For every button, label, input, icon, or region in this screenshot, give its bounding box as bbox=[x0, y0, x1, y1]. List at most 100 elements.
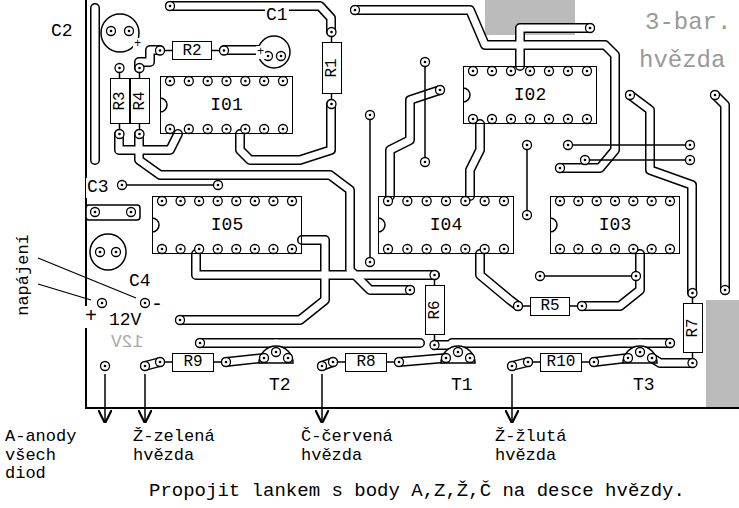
solder-pad bbox=[260, 77, 269, 86]
drill-hole bbox=[445, 248, 448, 251]
drill-hole bbox=[483, 200, 486, 203]
lead bbox=[387, 361, 395, 363]
drill-hole bbox=[225, 361, 228, 364]
drill-hole bbox=[650, 248, 653, 251]
solder-pad bbox=[272, 348, 281, 357]
drill-hole bbox=[445, 200, 448, 203]
solder-pad bbox=[442, 354, 451, 363]
drill-hole bbox=[225, 80, 228, 83]
drill-hole bbox=[398, 361, 401, 364]
solder-pad bbox=[454, 348, 463, 357]
solder-pad bbox=[260, 125, 269, 134]
drill-hole bbox=[121, 184, 124, 187]
solder-pad bbox=[647, 245, 656, 254]
solder-pad bbox=[166, 2, 175, 11]
resistor-body: R3 bbox=[110, 78, 130, 124]
board-outline bbox=[86, 0, 739, 408]
drill-hole bbox=[275, 351, 278, 354]
solder-pad bbox=[329, 358, 338, 367]
solder-pad bbox=[127, 208, 136, 217]
drill-hole bbox=[332, 361, 335, 364]
capacitor-label: C3 bbox=[86, 178, 110, 198]
drill-hole bbox=[689, 159, 692, 162]
ic-designator: I02 bbox=[514, 86, 546, 104]
solder-pad bbox=[166, 77, 175, 86]
solder-pad bbox=[260, 354, 269, 363]
solder-pad bbox=[91, 208, 100, 217]
solder-pad bbox=[422, 245, 431, 254]
solder-pad bbox=[564, 67, 573, 76]
drill-hole bbox=[282, 80, 285, 83]
polarity-mark: + bbox=[256, 46, 265, 59]
solder-pad bbox=[403, 245, 412, 254]
solder-pad bbox=[556, 164, 565, 173]
drill-hole bbox=[138, 133, 141, 136]
trace-outline bbox=[90, 8, 100, 160]
trace-fill bbox=[399, 358, 446, 362]
jumper-wire bbox=[585, 159, 690, 161]
drill-hole bbox=[188, 128, 191, 131]
drill-hole bbox=[724, 289, 727, 292]
drill-hole bbox=[159, 49, 162, 52]
solder-pad bbox=[284, 354, 293, 363]
drill-hole bbox=[217, 184, 220, 187]
polarity-mark: - bbox=[150, 294, 164, 316]
solder-pad bbox=[686, 141, 695, 150]
power-leaders bbox=[38, 258, 136, 300]
drill-hole bbox=[272, 248, 275, 251]
drill-hole bbox=[539, 275, 542, 278]
solder-pad bbox=[115, 130, 124, 139]
solder-pad bbox=[526, 115, 535, 124]
ic-notches bbox=[152, 88, 557, 232]
drill-hole bbox=[457, 351, 460, 354]
solder-pad bbox=[480, 197, 489, 206]
drill-hole bbox=[586, 118, 589, 121]
trace-fill bbox=[652, 358, 692, 363]
resistor-body: R6 bbox=[425, 285, 445, 335]
solder-pad bbox=[176, 197, 185, 206]
lead bbox=[212, 50, 220, 52]
solder-pad bbox=[500, 245, 509, 254]
drill-hole bbox=[503, 248, 506, 251]
trace-outline bbox=[226, 358, 264, 362]
transistor-label: T3 bbox=[632, 376, 656, 396]
drill-hole bbox=[567, 144, 570, 147]
solder-pad bbox=[430, 271, 439, 280]
solder-pad bbox=[466, 354, 475, 363]
drill-hole bbox=[517, 305, 520, 308]
drill-hole bbox=[593, 361, 596, 364]
ic-designator: I01 bbox=[210, 96, 242, 114]
solder-pad bbox=[384, 245, 393, 254]
solder-pad bbox=[141, 299, 150, 308]
drill-hole bbox=[254, 200, 257, 203]
resistor-body: R8 bbox=[345, 353, 387, 372]
solder-pads bbox=[91, 2, 730, 371]
solder-pad bbox=[545, 115, 554, 124]
drill-hole bbox=[244, 80, 247, 83]
drill-hole bbox=[669, 342, 672, 345]
drill-hole bbox=[433, 344, 436, 347]
drill-hole bbox=[614, 248, 617, 251]
solder-pad bbox=[430, 341, 439, 350]
drill-hole bbox=[433, 274, 436, 277]
jumper-wires bbox=[122, 62, 690, 276]
solder-pad bbox=[135, 130, 144, 139]
trace-outline bbox=[196, 254, 435, 275]
solder-pad bbox=[647, 197, 656, 206]
trace-outline bbox=[715, 95, 725, 290]
voltage-label: 12V bbox=[110, 333, 144, 353]
drill-hole bbox=[589, 27, 592, 30]
trace-outline bbox=[119, 134, 178, 150]
drill-hole bbox=[161, 200, 164, 203]
solder-pad bbox=[184, 125, 193, 134]
trace-outline bbox=[399, 358, 446, 362]
lead bbox=[532, 361, 540, 363]
solder-pad bbox=[469, 115, 478, 124]
trace-outline bbox=[480, 254, 518, 306]
drill-hole bbox=[179, 248, 182, 251]
transistor-outline bbox=[623, 346, 657, 363]
drill-hole bbox=[223, 49, 226, 52]
drill-hole bbox=[503, 200, 506, 203]
drill-hole bbox=[225, 128, 228, 131]
